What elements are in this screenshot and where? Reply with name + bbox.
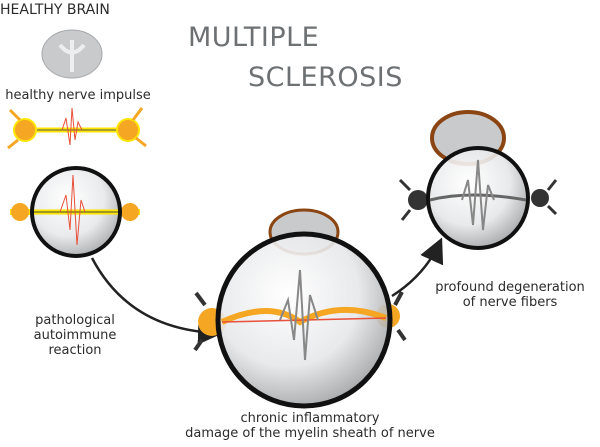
degenerated-nerve-magnifier	[398, 146, 558, 250]
degeneration-line-2: of nerve fibers	[462, 295, 558, 310]
inflammatory-line-2: damage of the myelin sheath of nerve	[185, 426, 435, 441]
arrow-to-degeneration	[391, 237, 444, 298]
autoimmune-line-3: reaction	[48, 343, 102, 358]
title-line-1: MULTIPLE	[188, 22, 320, 53]
autoimmune-label: pathological autoimmune reaction	[20, 313, 130, 358]
arrow-to-inflammation	[90, 257, 223, 345]
healthy-brain-label: HEALTHY BRAIN	[0, 2, 110, 18]
inflammatory-label: chronic inflammatory damage of the myeli…	[160, 411, 460, 441]
healthy-neuron-icon	[7, 107, 147, 150]
degeneration-line-1: profound degeneration	[435, 280, 585, 295]
inflamed-nerve-magnifier	[193, 231, 407, 409]
autoimmune-line-1: pathological	[35, 313, 115, 328]
autoimmune-line-2: autoimmune	[33, 328, 117, 343]
healthy-nerve-magnifier	[10, 166, 140, 258]
healthy-brain-icon	[41, 29, 103, 79]
degeneration-label: profound degeneration of nerve fibers	[425, 280, 595, 310]
inflammatory-line-1: chronic inflammatory	[240, 411, 380, 426]
title-line-2: SCLEROSIS	[248, 62, 403, 93]
healthy-impulse-label: healthy nerve impulse	[5, 88, 151, 103]
